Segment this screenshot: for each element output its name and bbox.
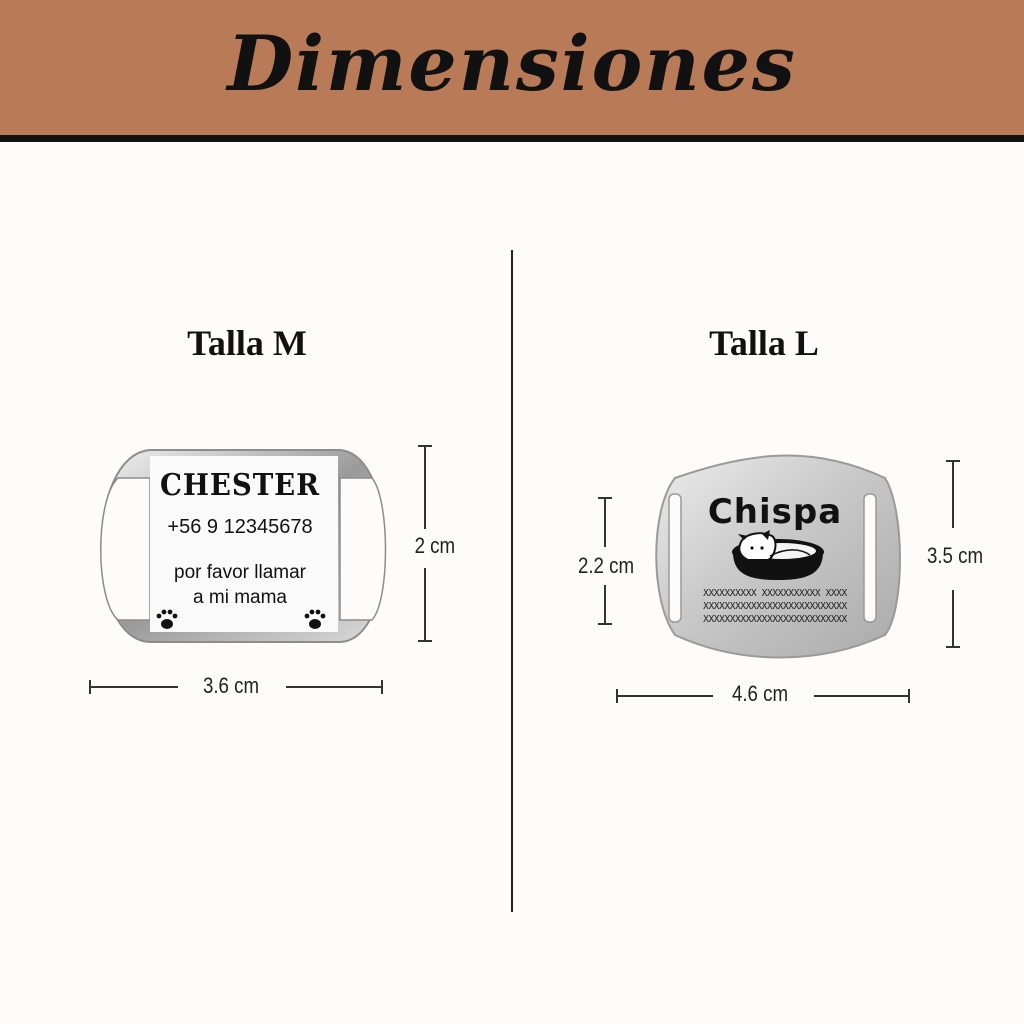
tag-m-message-line2: a mi mama [193, 587, 287, 608]
m-height-line-top [424, 445, 426, 529]
m-width-label: 3.6 cm [202, 673, 260, 698]
tag-l-line1: XXXXXXXXXX XXXXXXXXXXX XXXX [703, 588, 847, 599]
l-inner-height-label: 2.2 cm [577, 553, 635, 578]
m-width-tick-left [89, 680, 91, 694]
m-width-line-left [90, 686, 178, 688]
center-divider [511, 250, 513, 912]
l-width-tick-right [908, 689, 910, 703]
l-width-line-left [617, 695, 713, 697]
page-title: Dimensiones [227, 19, 797, 108]
tag-m-phone: +56 9 12345678 [167, 516, 313, 538]
size-m-label: Talla M [187, 323, 307, 363]
tag-m-message: por favor llamar a mi mama [140, 560, 340, 610]
l-height-label: 3.5 cm [926, 543, 984, 568]
m-height-tick-top [418, 445, 432, 447]
dog-bed-icon [732, 530, 824, 580]
tag-l-name: Chispa [707, 492, 843, 532]
m-height-line-bottom [424, 568, 426, 642]
l-height-tick-top [946, 460, 960, 462]
l-height-line-bottom [952, 590, 954, 648]
tag-m-message-line1: por favor llamar [174, 562, 306, 583]
l-width-label: 4.6 cm [731, 681, 789, 706]
paw-icon [156, 609, 178, 629]
l-height-line-top [952, 460, 954, 528]
m-width-tick-right [381, 680, 383, 694]
tag-l [655, 454, 901, 659]
m-height-label: 2 cm [414, 533, 456, 558]
size-l-label: Talla L [709, 323, 819, 363]
m-height-tick-bottom [418, 640, 432, 642]
l-inner-tick-bottom [598, 623, 612, 625]
l-height-tick-bottom [946, 646, 960, 648]
l-width-line-right [814, 695, 909, 697]
tag-m [100, 449, 387, 643]
paw-icon [304, 609, 326, 629]
l-width-tick-left [616, 689, 618, 703]
m-width-line-right [286, 686, 382, 688]
header-banner: Dimensiones [0, 0, 1024, 142]
l-inner-line-top [604, 497, 606, 547]
tag-m-name: CHESTER [160, 468, 320, 503]
tag-l-line2: XXXXXXXXXXXXXXXXXXXXXXXXXXX [703, 601, 847, 612]
tag-l-line3: XXXXXXXXXXXXXXXXXXXXXXXXXXX [703, 614, 847, 625]
l-inner-line-bottom [604, 585, 606, 625]
l-inner-tick-top [598, 497, 612, 499]
